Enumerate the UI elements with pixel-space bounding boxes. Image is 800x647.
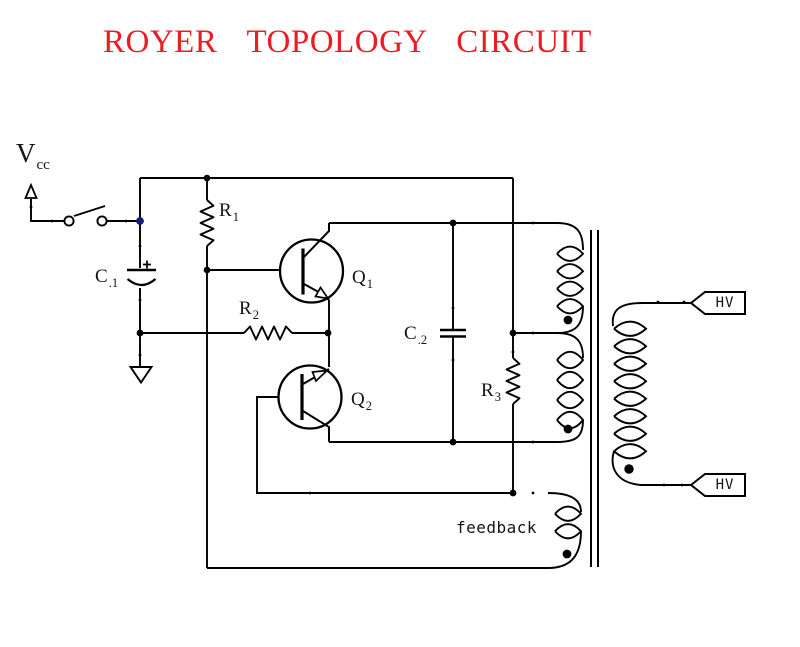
- label-c2: C.2: [404, 323, 428, 347]
- winding-secondary: [611, 302, 692, 486]
- ground-symbol: [128, 366, 154, 385]
- page-title: ROYER TOPOLOGY CIRCUIT: [103, 24, 592, 60]
- transformer-core: [590, 230, 599, 567]
- transistor-q1: [278, 223, 345, 304]
- junction-dot: [449, 219, 457, 227]
- winding-primary-top: [556, 222, 585, 334]
- resistor-r1: [199, 199, 215, 247]
- emitter-arrow-icon: [311, 369, 330, 383]
- label-c1: C.1: [95, 266, 119, 290]
- junction-dots: [136, 174, 517, 497]
- resistor-r3: [505, 357, 521, 405]
- junction-dot: [509, 329, 517, 337]
- label-r1: R1: [219, 200, 239, 224]
- junction-dot: [509, 489, 517, 497]
- label-vcc: Vcc: [16, 138, 50, 173]
- switch-terminal-left: [63, 215, 75, 227]
- junction-dot: [449, 438, 457, 446]
- junction-dot: [203, 174, 211, 182]
- switch-junction-dot: [136, 217, 144, 225]
- hv-flag-top: [689, 291, 746, 315]
- phase-dot: [563, 424, 573, 434]
- junction-dot: [136, 329, 144, 337]
- winding-feedback: [547, 492, 583, 569]
- junction-dot: [324, 329, 332, 337]
- label-r2: R2: [239, 298, 259, 322]
- power-switch: [63, 205, 108, 227]
- transistor-q2: [277, 364, 343, 442]
- capacitor-c2: [440, 328, 466, 338]
- wires: [30, 177, 558, 569]
- hv-flag-top-label: HV: [715, 295, 735, 311]
- resistor-r2: [243, 325, 293, 341]
- switch-terminal-right: [96, 215, 108, 227]
- wire-net: [30, 177, 558, 569]
- emitter-arrow-icon: [314, 285, 330, 300]
- label-r3: R3: [481, 380, 501, 404]
- phase-dot: [563, 315, 573, 325]
- switch-lever: [73, 205, 106, 217]
- label-feedback: feedback: [456, 518, 538, 537]
- capacitor-c1: [126, 260, 157, 287]
- phase-dot: [624, 464, 634, 474]
- plus-sign: [143, 260, 151, 269]
- phase-dots: [562, 315, 634, 559]
- hv-flag-bottom-label: HV: [715, 477, 735, 493]
- label-q2: Q2: [351, 389, 372, 413]
- segment-ticks: [29, 205, 686, 495]
- phase-dot: [562, 549, 572, 559]
- hv-flag-bottom: [689, 473, 746, 497]
- vcc-arrow-icon: [24, 182, 38, 199]
- junction-dot: [203, 266, 211, 274]
- label-q1: Q1: [352, 267, 373, 291]
- winding-primary-bottom: [556, 332, 585, 443]
